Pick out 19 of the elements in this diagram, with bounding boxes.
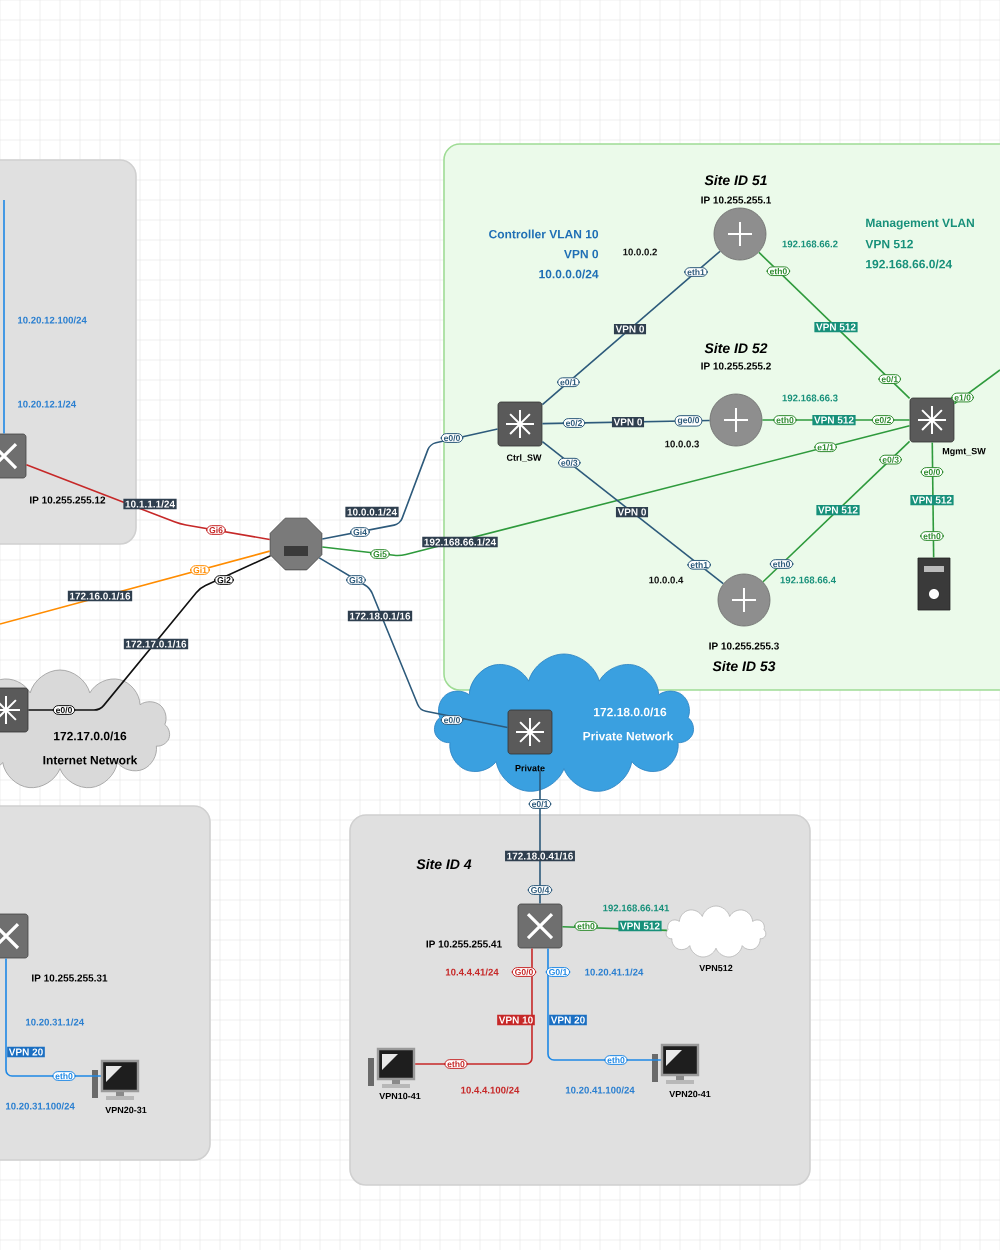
site-panel xyxy=(0,805,211,1161)
router-icon xyxy=(269,517,323,571)
connector xyxy=(3,199,5,435)
connector xyxy=(541,250,721,406)
connector xyxy=(547,947,662,1061)
connector xyxy=(318,557,509,729)
connector xyxy=(414,947,533,1065)
connector xyxy=(25,463,271,541)
connector xyxy=(953,369,1000,405)
switch-icon xyxy=(0,687,29,733)
connector xyxy=(321,428,499,540)
connector xyxy=(762,440,911,583)
connector xyxy=(931,441,935,559)
connector xyxy=(27,554,272,711)
connector xyxy=(5,957,102,1077)
connector xyxy=(758,251,911,400)
connector xyxy=(541,440,725,585)
server-icon xyxy=(917,557,951,611)
connector xyxy=(321,424,911,557)
